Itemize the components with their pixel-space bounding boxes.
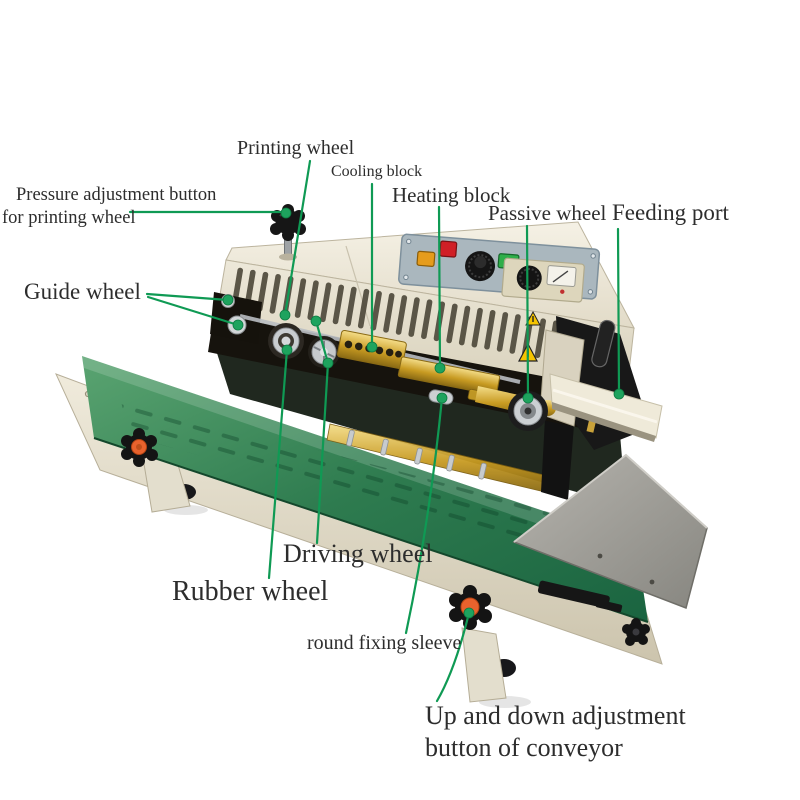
dot-guide-wheel-1 [222, 294, 234, 306]
dot-rubber-wheel [281, 344, 293, 356]
belt-texture [120, 398, 622, 574]
dot-round-fixing-sleeve [436, 392, 448, 404]
machine-underbody [216, 350, 626, 506]
outfeed-plate [512, 453, 708, 610]
right-leg [461, 627, 507, 703]
leader-guide-wheel-1 [145, 292, 230, 302]
label-driving-wheel: Driving wheel [283, 539, 433, 568]
label-guide-wheel: Guide wheel [24, 279, 141, 304]
label-printing-wheel: Printing wheel [237, 137, 355, 159]
dot-driving-wheel-upper [310, 315, 322, 327]
leader-rubber-wheel [267, 348, 289, 580]
warning-sticker-small [525, 310, 541, 326]
slide-bracket [537, 580, 623, 613]
label-feeding-port: Feeding port [612, 200, 729, 225]
panel-knob [465, 251, 496, 282]
leader-heating-block [437, 205, 442, 370]
label-up-down-adjustment: Up and down adjustment button of conveyo… [425, 700, 686, 764]
rubber-and-printing-wheel [268, 323, 304, 359]
label-updown-line1: Up and down adjustment [425, 701, 686, 730]
dot-cooling-block [366, 341, 378, 353]
label-round-fixing-sleeve: round fixing sleeve [307, 632, 462, 654]
rocker-switch-red [439, 240, 458, 258]
leader-printing-wheel [283, 159, 312, 317]
conveyor-knob-left [121, 428, 158, 467]
leader-guide-wheel-2 [146, 295, 240, 327]
meter-subpanel [501, 257, 585, 303]
label-pressure-line2: for printing wheel [2, 208, 136, 228]
label-updown-line2: button of conveyor [425, 733, 623, 762]
conveyor-belt [82, 356, 649, 623]
label-pressure-line1: Pressure adjustment button [16, 185, 217, 205]
dot-driving-wheel-lower [322, 357, 334, 369]
handle-slot [591, 319, 616, 368]
leader-round-fixing-sleeve [404, 396, 444, 635]
vent-slots [231, 267, 584, 365]
label-cooling-block: Cooling block [331, 163, 423, 180]
label-heating-block: Heating block [392, 183, 511, 207]
leader-feeding-port [616, 227, 621, 396]
dot-feeding-port [613, 388, 625, 400]
up-down-adjustment-knob [449, 585, 492, 630]
leader-passive-wheel [525, 224, 530, 400]
label-passive-wheel: Passive wheel [488, 201, 607, 225]
rocker-switch-orange [416, 250, 436, 267]
dot-up-down-adjustment [463, 607, 475, 619]
dot-heating-block [434, 362, 446, 374]
support-pins [346, 429, 487, 480]
feeding-port-tray [549, 373, 663, 442]
support-column [541, 418, 574, 500]
dot-pressure-adjustment [280, 207, 292, 219]
rear-small-knob [622, 618, 650, 646]
callout-dots [222, 207, 625, 619]
control-panel [398, 233, 601, 303]
dot-guide-wheel-2 [232, 319, 244, 331]
dot-printing-wheel [279, 309, 291, 321]
passive-wheel [508, 391, 548, 431]
dot-passive-wheel [522, 392, 534, 404]
leader-up-down-adjustment [435, 611, 471, 703]
label-rubber-wheel: Rubber wheel [172, 576, 329, 607]
label-pressure-adjustment-button: Pressure adjustment button for printing … [2, 184, 216, 230]
